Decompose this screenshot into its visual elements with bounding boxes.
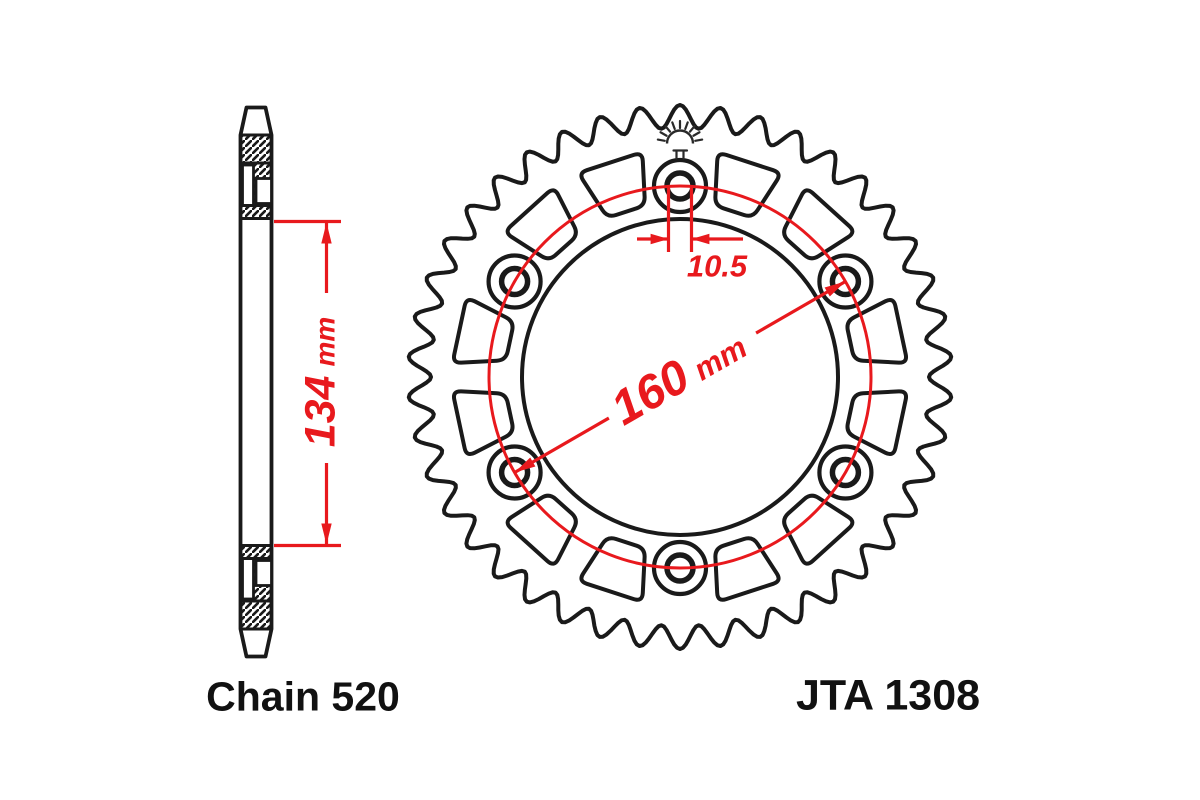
dimension-unit: mm	[309, 316, 341, 367]
chain-size-label: Chain 520	[206, 673, 400, 720]
dimension-value: 134	[296, 375, 345, 448]
dimension-label-10-5: 10.5	[686, 248, 748, 284]
sun-rays-icon	[656, 119, 704, 160]
part-number-label: JTA 1308	[795, 671, 981, 720]
side-view-cross-section	[238, 105, 274, 659]
dimension-annotations	[274, 184, 873, 570]
dimension-label-134mm: 134 mm	[296, 316, 345, 448]
